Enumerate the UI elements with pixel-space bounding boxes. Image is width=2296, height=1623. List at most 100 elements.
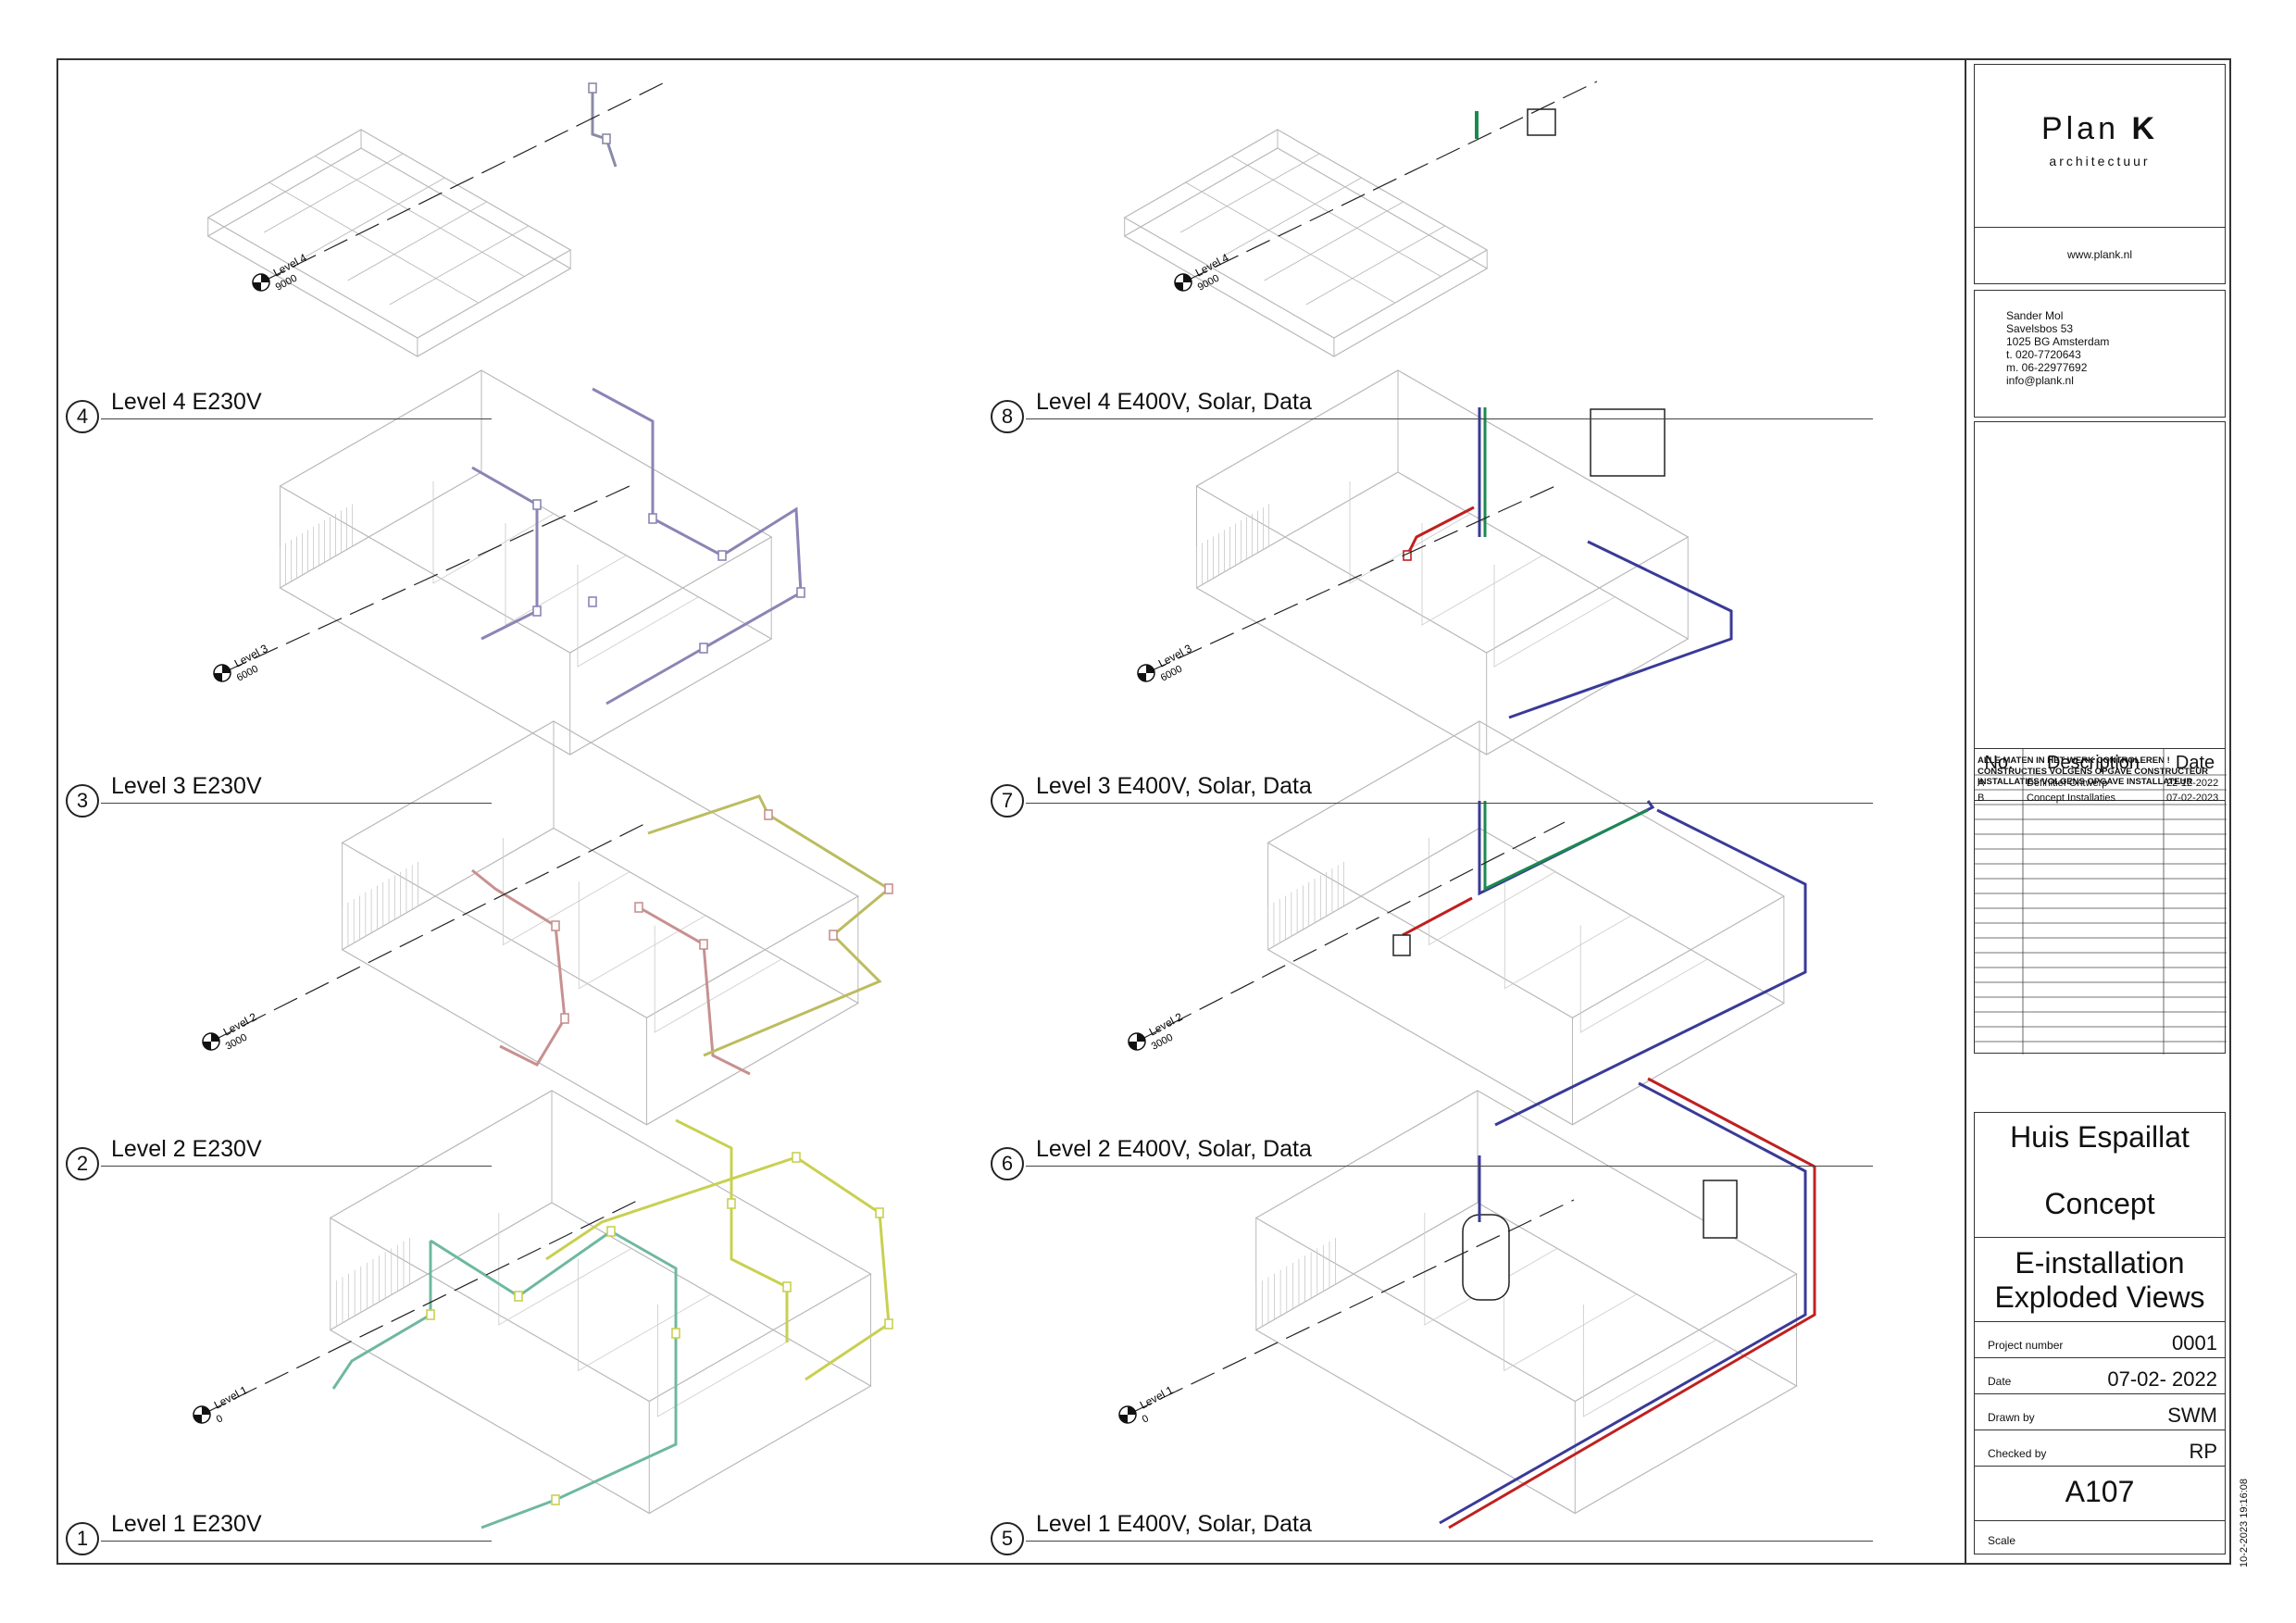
rev-description: Concept Installaties — [2027, 793, 2115, 804]
e230-cable — [471, 868, 567, 1067]
floor-outline — [1123, 147, 1489, 357]
e400-cable — [1405, 506, 1475, 556]
level-line — [201, 1199, 640, 1416]
heat-pump-icon — [1590, 408, 1666, 477]
boiler-icon — [1462, 1214, 1510, 1301]
level-target-fill — [202, 1406, 210, 1415]
skylight-mullion — [347, 201, 487, 281]
view-number: 7 — [991, 784, 1024, 818]
rev-description: Definitief Ontwerp — [2027, 778, 2108, 789]
logo-box: Plan K architectuur www.plank.nl — [1974, 64, 2226, 284]
view-number: 5 — [991, 1522, 1024, 1555]
divider — [1975, 227, 2225, 228]
device-node — [764, 809, 773, 820]
e230-cable — [675, 1118, 789, 1342]
wall-top-outline — [1123, 129, 1489, 339]
skylight-mullion — [268, 181, 479, 304]
data-cable — [1494, 808, 1807, 1127]
rev-date: 07-02-2023 — [2166, 793, 2219, 804]
view-title-rule — [101, 1166, 492, 1167]
sheet-number: A107 — [2065, 1475, 2135, 1508]
e230-cable — [545, 1155, 891, 1381]
project-info-box: Huis Espaillat Concept E-installation Ex… — [1974, 1112, 2226, 1554]
view-label: Level 1 E230V — [111, 1511, 262, 1537]
e230-cable — [331, 1241, 432, 1390]
interior-wall — [1349, 481, 1471, 584]
device-node — [560, 1013, 569, 1024]
level-name: Level 1 — [1138, 1383, 1176, 1412]
e400-cable — [1402, 896, 1473, 937]
device-node — [796, 587, 805, 598]
e230-cable — [592, 387, 803, 705]
data-cable — [1439, 1081, 1807, 1525]
level-target-fill — [214, 673, 222, 681]
divider — [1975, 1520, 2225, 1521]
rev-date: 22-12-2022 — [2166, 778, 2219, 789]
wall-top-outline — [1254, 1090, 1798, 1403]
checked-by-label: Checked by — [1988, 1447, 2047, 1460]
interior-wall — [1424, 1213, 1558, 1326]
level-line — [1145, 485, 1556, 674]
e230-cable — [647, 794, 892, 1057]
view-number: 1 — [66, 1522, 99, 1555]
interior-wall — [578, 1258, 711, 1372]
skylight-mullion — [389, 225, 530, 306]
solar-cable — [1483, 801, 1649, 892]
wall-top-outline — [206, 129, 572, 339]
device-node — [551, 1494, 560, 1505]
interior-wall — [502, 838, 630, 946]
level-target-fill — [1146, 665, 1154, 673]
sheet-border — [56, 58, 2231, 1565]
interior-wall — [654, 925, 781, 1033]
view-label: Level 3 E400V, Solar, Data — [1036, 773, 1312, 799]
divider — [1975, 1466, 2225, 1467]
address-line: t. 020-7720643 — [2006, 348, 2081, 361]
level-target-fill — [261, 274, 269, 282]
device-node — [634, 902, 643, 913]
project-number: 0001 — [2172, 1331, 2217, 1355]
drawn-by-label: Drawn by — [1988, 1411, 2035, 1424]
e400-cable — [1448, 1077, 1816, 1529]
revision-table: No. Description Date A Definitief Ontwer… — [1974, 748, 2227, 1055]
level-line — [210, 821, 649, 1042]
view-title-rule — [1026, 1166, 1873, 1167]
notes-box: ALLE MATEN IN HET WERK CONTROLEREN !CONS… — [1974, 421, 2226, 801]
skylight-mullion — [263, 153, 404, 233]
interior-wall — [505, 523, 627, 626]
device-node — [829, 930, 838, 941]
data-cable — [1508, 540, 1733, 719]
device-node — [588, 82, 597, 94]
website: www.plank.nl — [2066, 248, 2133, 261]
device-node — [588, 596, 597, 607]
interior-wall — [1579, 925, 1707, 1033]
device-node — [602, 133, 611, 144]
view-label: Level 4 E400V, Solar, Data — [1036, 389, 1312, 415]
interior-wall — [432, 481, 555, 584]
print-timestamp: 10-2-2023 19:16:08 — [2239, 1478, 2250, 1567]
device-node — [884, 1318, 893, 1330]
view-number: 4 — [66, 400, 99, 433]
rev-header-description: Description — [2046, 753, 2140, 773]
level-target-fill — [222, 665, 231, 673]
wall-top-outline — [329, 1090, 872, 1403]
revision-grid — [1975, 749, 2227, 1055]
drawing-title-line-2: Exploded Views — [1994, 1280, 2205, 1314]
level-line — [1127, 1199, 1575, 1416]
view-number: 8 — [991, 400, 1024, 433]
view-title-rule — [1026, 418, 1873, 419]
inverter-icon — [1527, 108, 1556, 136]
divider — [1975, 1237, 2225, 1238]
address-line: 1025 BG Amsterdam — [2006, 335, 2110, 348]
project-name: Huis Espaillat — [2010, 1120, 2190, 1154]
device-node — [727, 1198, 736, 1209]
view-number: 6 — [991, 1147, 1024, 1180]
device-node — [426, 1309, 435, 1320]
device-node — [551, 920, 560, 931]
title-block: Plan K architectuur www.plank.nl Sander … — [1965, 58, 2233, 1565]
level-target-fill — [1119, 1415, 1128, 1423]
interior-wall — [1582, 1305, 1716, 1417]
